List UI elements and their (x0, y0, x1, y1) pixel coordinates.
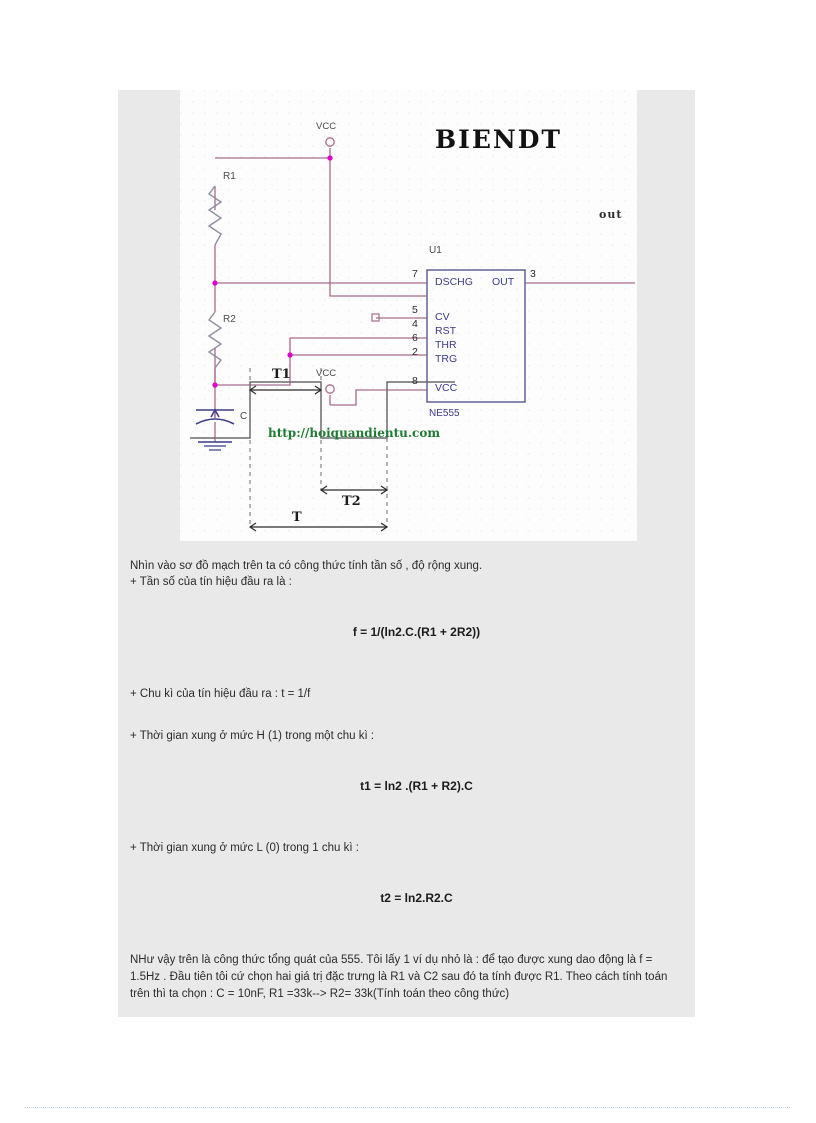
label-ic-refdes: U1 (429, 245, 442, 256)
wire-pin8-vcc (330, 389, 427, 406)
ic-pin-name-trg: TRG (435, 353, 458, 365)
junction-dot-trg (287, 352, 293, 358)
vcc-circle-top (325, 137, 335, 147)
ic-pin-number-8: 8 (412, 375, 418, 387)
label-r1: R1 (223, 171, 236, 182)
ic-pin-number-7: 7 (412, 268, 418, 280)
ic-pin-name-thr: THR (435, 339, 457, 351)
spacer (130, 640, 683, 686)
waveform-group (190, 368, 455, 532)
timing-label-t2: T2 (342, 494, 361, 509)
formula-t1: t1 = ln2 .(R1 + R2).C (360, 779, 473, 793)
ic-pin-name-out: OUT (492, 276, 515, 288)
schematic-drawing (190, 137, 635, 532)
resistor-r1-body (207, 185, 223, 246)
high-time-line: + Thời gian xung ở mức H (1) trong một c… (130, 730, 375, 742)
intro-line-2: + Tần số của tín hiệu đầu ra là : (130, 576, 292, 588)
vcc-symbol-top (325, 137, 335, 147)
ground-symbol (198, 441, 232, 451)
label-r2: R2 (223, 314, 236, 325)
ic-pin-name-dschg: DSCHG (435, 276, 473, 288)
ic-pin-number-3: 3 (530, 268, 536, 280)
capacitor-symbol (195, 408, 235, 425)
resistor-r2-body (207, 311, 223, 369)
ic-pin-name-vcc: VCC (435, 382, 458, 394)
resistor-group (207, 185, 223, 369)
formula-t2: t2 = ln2.R2.C (380, 891, 453, 905)
period-line: + Chu kì của tín hiệu đầu ra : t = 1/f (130, 688, 311, 700)
ic-body-ne555 (426, 269, 526, 403)
vcc-circle-pin8 (325, 384, 335, 394)
ic-pin-number-4: 4 (412, 318, 418, 330)
brand-title: BIENDT (435, 125, 563, 154)
vcc-symbol-pin8 (325, 384, 335, 394)
junction-dot-cap (212, 382, 218, 388)
ic-pin-number-2: 2 (412, 346, 418, 358)
formula-frequency: f = 1/(ln2.C.(R1 + 2R2)) (352, 625, 481, 639)
label-vcc-pin8: VCC (316, 368, 337, 379)
junction-dot-group (212, 155, 333, 388)
spacer (130, 856, 683, 890)
capacitor-plate-bottom (195, 418, 235, 425)
spacer (130, 590, 683, 624)
dimension-t1 (248, 385, 323, 395)
schematic-canvas: R1 R2 C VCC VCC U1 NE555 DSCHG OUT CV RS… (180, 90, 637, 541)
spacer (130, 794, 683, 840)
dimension-period (248, 522, 389, 532)
page-content-column: R1 R2 C VCC VCC U1 NE555 DSCHG OUT CV RS… (118, 90, 695, 1017)
closing-paragraph: NHư vậy trên là công thức tổng quát của … (130, 954, 668, 1000)
wire-group (214, 148, 635, 442)
label-vcc-top: VCC (316, 121, 337, 132)
ic-pin-name-cv: CV (435, 311, 450, 323)
low-time-line: + Thời gian xung ở mức L (0) trong 1 chu… (130, 842, 359, 854)
wire-node-to-thr (215, 337, 427, 386)
timing-label-period: T (292, 510, 302, 525)
footer-divider (25, 1107, 790, 1109)
timing-label-t1: T1 (272, 367, 291, 382)
dimension-t2 (319, 485, 389, 495)
watermark-url: http://hoiquandientu.com (268, 426, 441, 440)
article-body: Nhìn vào sơ đồ mạch trên ta có công thức… (118, 542, 695, 1017)
capacitor-arrow-head (210, 408, 220, 418)
intro-line-1: Nhìn vào sơ đồ mạch trên ta có công thức… (130, 560, 483, 572)
circuit-figure: R1 R2 C VCC VCC U1 NE555 DSCHG OUT CV RS… (118, 90, 695, 542)
ic-pin-name-rst: RST (435, 325, 456, 337)
label-capacitor: C (240, 411, 248, 422)
ic-pin-number-5: 5 (412, 304, 418, 316)
wire-vcc-to-rst (329, 158, 427, 297)
label-ic-part: NE555 (429, 408, 460, 419)
spacer (130, 906, 683, 952)
ic-pin-number-6: 6 (412, 332, 418, 344)
cv-terminal-square (371, 313, 380, 322)
waveform-guides (249, 368, 388, 527)
junction-dot-mid (212, 280, 218, 286)
spacer (130, 744, 683, 778)
output-net-label: out (599, 208, 623, 221)
junction-dot-vcc (327, 155, 333, 161)
spacer (130, 702, 683, 728)
